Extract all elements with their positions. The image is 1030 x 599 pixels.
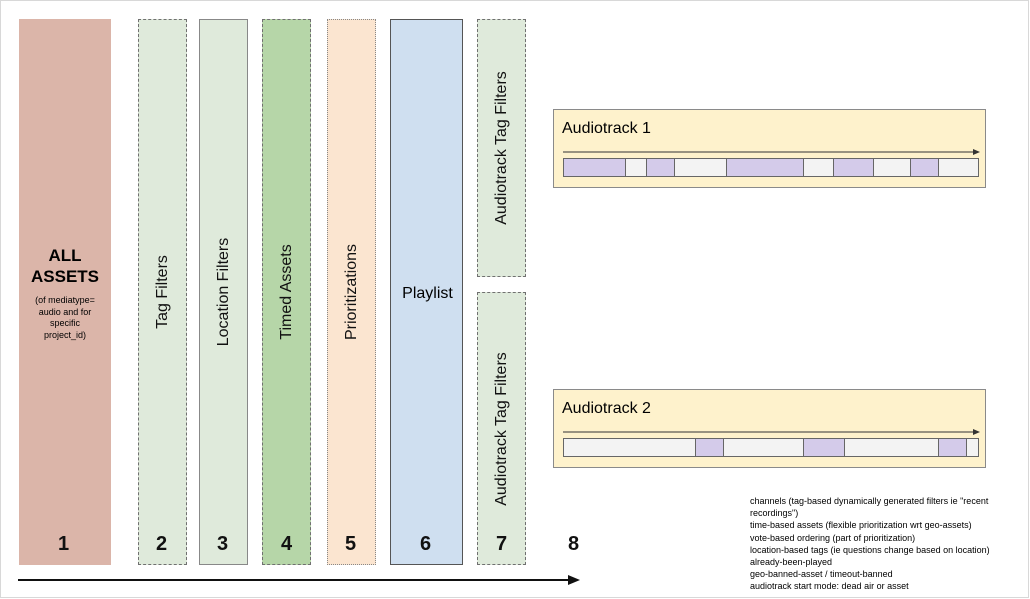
- track-segment: [874, 159, 911, 176]
- track-segment: [564, 159, 626, 176]
- audiotrack-tag-filters-top: Audiotrack Tag Filters: [477, 19, 526, 277]
- audiotrack-2-bar: [563, 438, 979, 457]
- audiotrack-tag-filters-top-label: Audiotrack Tag Filters: [492, 71, 510, 225]
- step-number-8: 8: [568, 533, 580, 555]
- step-number-6: 6: [420, 533, 432, 555]
- prioritizations-column: Prioritizations: [327, 19, 376, 565]
- track-segment: [804, 439, 845, 456]
- track-segment: [647, 159, 675, 176]
- all-assets-title: ALL ASSETS: [30, 246, 100, 286]
- audiotrack-1-title: Audiotrack 1: [562, 120, 651, 137]
- step-number-2: 2: [156, 533, 168, 555]
- track-segment: [911, 159, 939, 176]
- all-assets-note: (of mediatype= audio and for specific pr…: [35, 295, 95, 340]
- note-line: channels (tag-based dynamically generate…: [750, 496, 989, 519]
- location-filters-column: Location Filters: [199, 19, 248, 565]
- audiotrack-1-box: Audiotrack 1: [553, 109, 986, 188]
- track-segment: [564, 439, 696, 456]
- track-segment: [696, 439, 724, 456]
- prioritizations-label: Prioritizations: [342, 243, 360, 341]
- track-segment: [724, 439, 804, 456]
- step-number-1: 1: [58, 533, 70, 555]
- note-line: vote-based ordering (part of prioritizat…: [750, 532, 916, 543]
- step-number-5: 5: [345, 533, 357, 555]
- track-segment: [939, 439, 967, 456]
- step-number-4: 4: [281, 533, 293, 555]
- track-segment: [675, 159, 727, 176]
- notes-list: channels (tag-based dynamically generate…: [750, 495, 1020, 593]
- audiotrack-tag-filters-bottom: Audiotrack Tag Filters: [477, 292, 526, 565]
- audiotrack-2-title: Audiotrack 2: [562, 400, 651, 417]
- audiotrack-tag-filters-bottom-label: Audiotrack Tag Filters: [492, 351, 510, 506]
- playlist-label: Playlist: [402, 285, 453, 302]
- timed-assets-label: Timed Assets: [277, 244, 295, 340]
- all-assets-column: ALL ASSETS (of mediatype= audio and for …: [19, 19, 111, 565]
- playlist-column: Playlist: [390, 19, 463, 565]
- timeline-arrow-icon: [563, 149, 980, 155]
- tag-filters-label: Tag Filters: [153, 255, 171, 329]
- track-segment: [804, 159, 834, 176]
- track-segment: [939, 159, 978, 176]
- track-segment: [727, 159, 804, 176]
- step-number-3: 3: [217, 533, 229, 555]
- timeline-arrow-icon: [563, 429, 980, 435]
- timed-assets-column: Timed Assets: [262, 19, 311, 565]
- track-segment: [967, 439, 978, 456]
- note-line: location-based tags (ie questions change…: [750, 544, 990, 555]
- flow-arrow-icon: [18, 575, 580, 585]
- note-line: geo-banned-asset / timeout-banned: [750, 569, 893, 580]
- track-segment: [626, 159, 647, 176]
- note-line: time-based assets (flexible prioritizati…: [750, 520, 972, 531]
- audiotrack-2-box: Audiotrack 2: [553, 389, 986, 468]
- step-number-7: 7: [496, 533, 508, 555]
- track-segment: [845, 439, 939, 456]
- note-line: audiotrack start mode: dead air or asset: [750, 581, 909, 592]
- track-segment: [834, 159, 874, 176]
- location-filters-label: Location Filters: [214, 237, 232, 347]
- tag-filters-column: Tag Filters: [138, 19, 187, 565]
- note-line: already-been-played: [750, 557, 833, 568]
- audiotrack-1-bar: [563, 158, 979, 177]
